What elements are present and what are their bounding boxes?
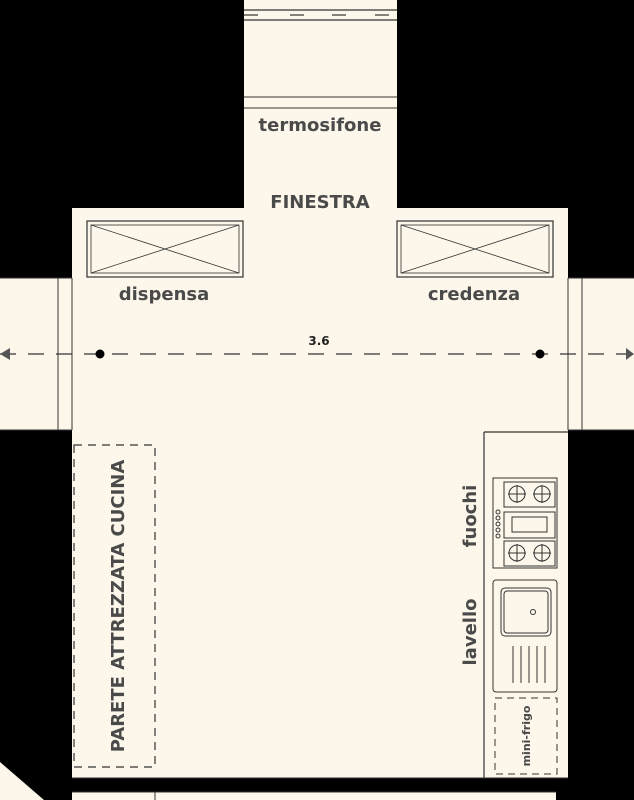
fuochi-label: fuochi	[460, 485, 481, 548]
mini-fridge-area	[494, 697, 558, 775]
minifrigo-label: mini-frigo	[520, 705, 533, 766]
dimension-label: 3.6	[308, 334, 329, 348]
lavello-label: lavello	[460, 599, 481, 666]
dispensa-cabinet	[86, 220, 244, 278]
arrow-left-icon	[0, 348, 10, 360]
termosifone-label: termosifone	[259, 115, 382, 136]
parete-attrezzata-area	[73, 444, 156, 768]
bottom-edge	[72, 777, 568, 800]
credenza-label: credenza	[428, 284, 520, 305]
stove-icon	[492, 477, 558, 569]
arrow-right-icon	[626, 348, 634, 360]
parete-attrezzata-label: PARETE ATTREZZATA CUCINA	[108, 460, 129, 753]
dimension-end-dot	[535, 349, 545, 359]
credenza-cabinet	[396, 220, 554, 278]
radiator	[244, 96, 397, 109]
finestra-label: FINESTRA	[270, 192, 369, 213]
dimension-start-dot	[95, 349, 105, 359]
dimension-line	[0, 348, 634, 360]
window-top	[244, 9, 397, 21]
dispensa-label: dispensa	[119, 284, 210, 305]
kitchen-counter	[483, 431, 568, 778]
sink-icon	[492, 579, 558, 693]
